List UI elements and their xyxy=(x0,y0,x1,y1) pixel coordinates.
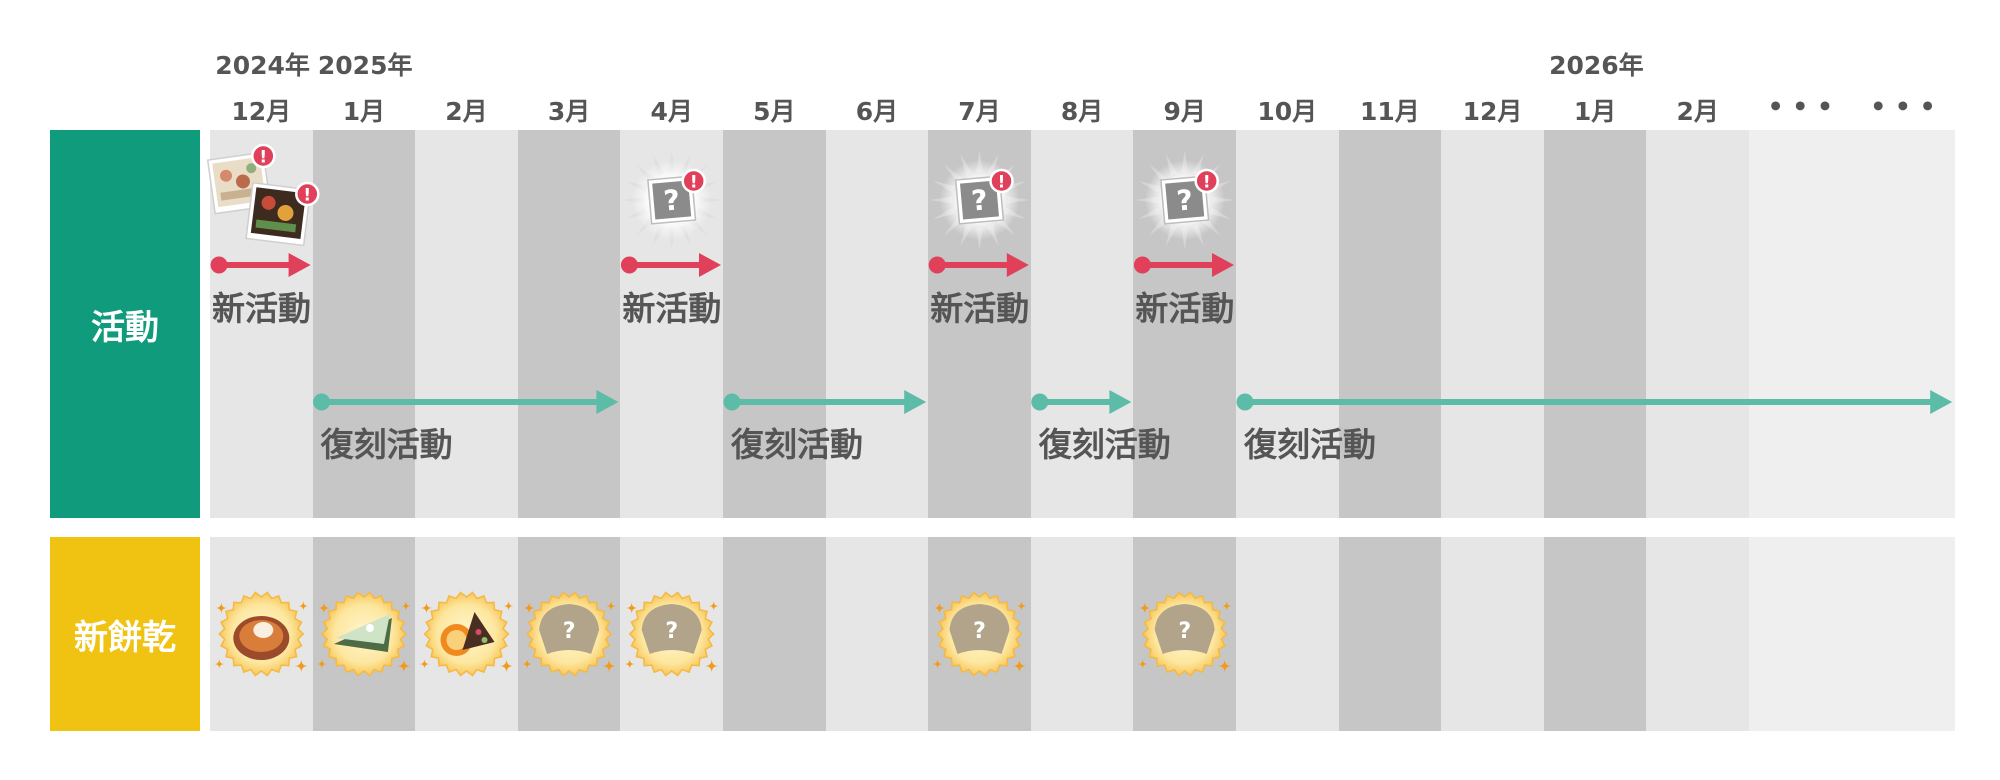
mystery-cookie-icon: ? xyxy=(625,592,719,675)
new-event-label: 新活動 xyxy=(930,282,1029,330)
alert-badge-icon: ! xyxy=(252,145,274,168)
new-event-arrow xyxy=(621,253,721,277)
rerun-event-label: 復刻活動 xyxy=(321,418,453,466)
cookie-pie-icon xyxy=(214,592,308,675)
rerun-event-label: 復刻活動 xyxy=(1244,418,1376,466)
svg-text:!: ! xyxy=(1203,173,1211,193)
new-event-arrow xyxy=(211,253,311,277)
new-event-arrow xyxy=(929,253,1029,277)
new-event-label: 新活動 xyxy=(212,282,311,330)
mystery-cookie-icon: ? xyxy=(933,592,1027,675)
new-event-arrow xyxy=(1134,253,1234,277)
cookie-orange-choco-icon xyxy=(420,592,514,675)
alert-badge-icon: ! xyxy=(296,183,318,206)
event-photos-icon: !! xyxy=(208,145,319,245)
svg-text:?: ? xyxy=(1175,183,1194,217)
mystery-cookie-icon: ? xyxy=(522,592,616,675)
svg-text:!: ! xyxy=(690,173,698,193)
mystery-cookie-icon: ? xyxy=(1138,592,1232,675)
new-event-label: 新活動 xyxy=(622,282,721,330)
rerun-event-arrow xyxy=(1031,390,1131,414)
rerun-event-label: 復刻活動 xyxy=(731,418,863,466)
svg-text:?: ? xyxy=(662,183,681,217)
cookie-matcha-icon xyxy=(317,592,411,675)
svg-text:?: ? xyxy=(563,619,576,644)
svg-text:?: ? xyxy=(1178,619,1191,644)
svg-text:?: ? xyxy=(970,183,989,217)
rerun-event-arrow xyxy=(724,390,927,414)
rerun-event-arrow xyxy=(1237,390,1953,414)
mystery-event-icon: ?! xyxy=(1135,150,1235,250)
svg-text:?: ? xyxy=(665,619,678,644)
new-event-label: 新活動 xyxy=(1135,282,1234,330)
svg-text:!: ! xyxy=(259,148,267,168)
alert-badge-icon: ! xyxy=(1196,170,1218,193)
svg-text:!: ! xyxy=(303,186,311,206)
mystery-event-icon: ?! xyxy=(622,150,722,250)
rerun-event-label: 復刻活動 xyxy=(1039,418,1171,466)
rerun-event-arrow xyxy=(313,390,618,414)
alert-badge-icon: ! xyxy=(991,170,1013,193)
mystery-event-icon: ?! xyxy=(930,150,1030,250)
alert-badge-icon: ! xyxy=(683,170,705,193)
svg-text:?: ? xyxy=(973,619,986,644)
svg-text:!: ! xyxy=(998,173,1006,193)
